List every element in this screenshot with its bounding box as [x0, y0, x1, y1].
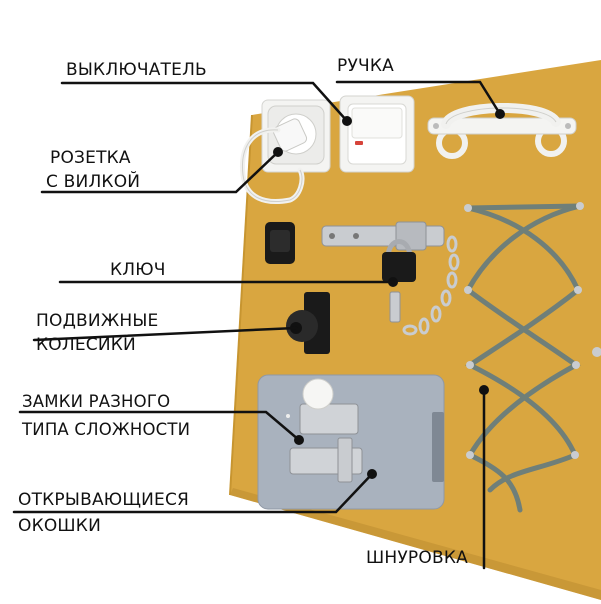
- label-key: КЛЮЧ: [110, 260, 166, 280]
- lacing: [464, 202, 601, 513]
- light-switch: [339, 95, 415, 173]
- door-chain: [402, 235, 460, 336]
- lock-panel: [257, 374, 445, 510]
- wheels-callout-line: [32, 326, 298, 342]
- label-socket-line1: РОЗЕТКА: [50, 148, 131, 168]
- label-locks-line2: ТИПА СЛОЖНОСТИ: [22, 420, 191, 439]
- callout-lines: [12, 80, 502, 570]
- handle-callout-line: [335, 80, 502, 116]
- socket-with-plug: [239, 99, 331, 205]
- switch-callout-line: [60, 81, 349, 123]
- socket-callout-line: [40, 150, 280, 194]
- black-clip: [265, 222, 295, 264]
- label-wheels-line2: КОЛЕСИКИ: [36, 335, 136, 355]
- label-windows-line1: ОТКРЫВАЮЩИЕСЯ: [18, 490, 190, 510]
- label-socket-line2: С ВИЛКОЙ: [46, 172, 141, 192]
- hasp-padlock: [321, 221, 445, 323]
- label-handle: РУЧКА: [337, 56, 394, 76]
- locks-callout-line: [18, 410, 301, 442]
- label-switch: ВЫКЛЮЧАТЕЛЬ: [66, 60, 207, 80]
- moving-wheels: [286, 292, 330, 354]
- door-handle: [427, 103, 577, 159]
- label-lacing: ШНУРОВКА: [366, 548, 468, 568]
- label-locks-line1: ЗАМКИ РАЗНОГО: [22, 392, 171, 411]
- windows-callout-line: [12, 472, 374, 514]
- label-windows-line2: ОКОШКИ: [18, 516, 101, 536]
- label-wheels-line1: ПОДВИЖНЫЕ: [36, 311, 159, 331]
